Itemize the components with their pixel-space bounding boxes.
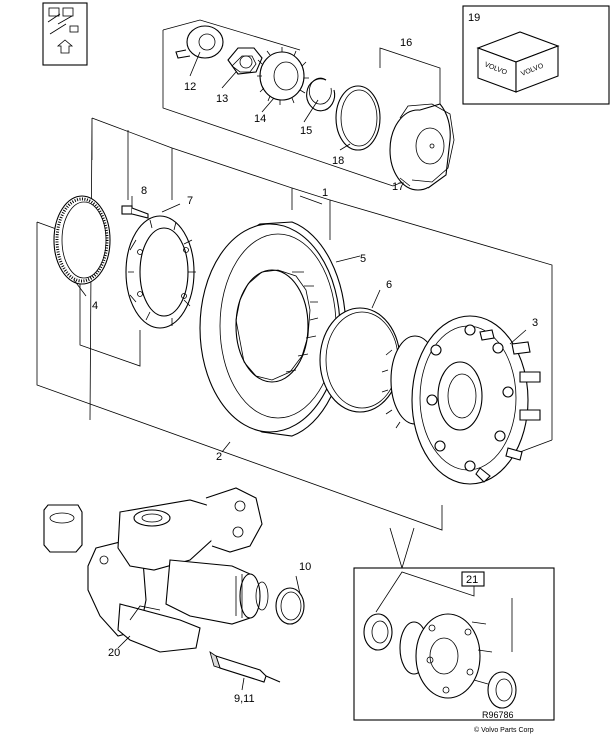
kit-box-19: 19 VOLVO VOLVO — [462, 5, 610, 105]
copyright-text: © Volvo Parts Corp — [474, 726, 534, 734]
label-21: 21 — [466, 574, 478, 586]
label-9-11: 9,11 — [234, 693, 255, 705]
leader-lines — [73, 51, 527, 691]
box-icon: VOLVO VOLVO — [476, 31, 560, 93]
part-3-wheel-hub — [381, 315, 541, 485]
label-2: 2 — [216, 451, 222, 463]
part-18-o-ring — [335, 85, 381, 151]
label-16: 16 — [400, 37, 412, 49]
part-6-ring — [319, 307, 401, 413]
part-17-hub-cap — [389, 103, 455, 191]
label-19: 19 — [468, 12, 480, 24]
bracket-1-top — [171, 147, 553, 440]
label-20: 20 — [108, 647, 120, 659]
part-labels: 12 13 14 15 16 17 18 1 8 7 5 6 3 4 2 10 … — [92, 37, 538, 705]
label-1: 1 — [322, 187, 328, 199]
label-7: 7 — [187, 195, 193, 207]
label-17: 17 — [392, 181, 404, 193]
label-5: 5 — [360, 253, 366, 265]
bracket-1-right — [519, 439, 553, 453]
part-13-nut — [227, 47, 263, 75]
reference-number: R96786 — [482, 710, 514, 720]
bracket-4 — [79, 275, 141, 367]
inset-box-21: 21 — [353, 527, 555, 721]
part-10-seal — [275, 587, 305, 625]
bracket-top-upper — [162, 19, 301, 51]
part-12-tab-washer — [175, 25, 224, 59]
label-15: 15 — [300, 125, 312, 137]
label-12: 12 — [184, 81, 196, 93]
label-13: 13 — [216, 93, 228, 105]
label-14: 14 — [254, 113, 266, 125]
part-7-shield — [125, 215, 196, 329]
label-10: 10 — [299, 561, 311, 573]
part-9-11-grease-tube — [209, 651, 281, 683]
label-18: 18 — [332, 155, 344, 167]
part-14-toothed-ring — [257, 47, 309, 105]
part-20-steering-knuckle — [43, 487, 269, 653]
nav-frame[interactable] — [42, 2, 88, 66]
part-4-sensor-ring — [53, 195, 111, 285]
bracket-1-left — [89, 117, 173, 421]
part-5-brake-disc — [199, 221, 347, 437]
part-8-bolt — [121, 205, 149, 219]
label-6: 6 — [386, 279, 392, 291]
label-3: 3 — [532, 317, 538, 329]
label-8: 8 — [141, 185, 147, 197]
part-15-circlip — [306, 77, 336, 112]
label-4: 4 — [92, 300, 98, 312]
arrow-up-icon[interactable] — [56, 39, 74, 54]
